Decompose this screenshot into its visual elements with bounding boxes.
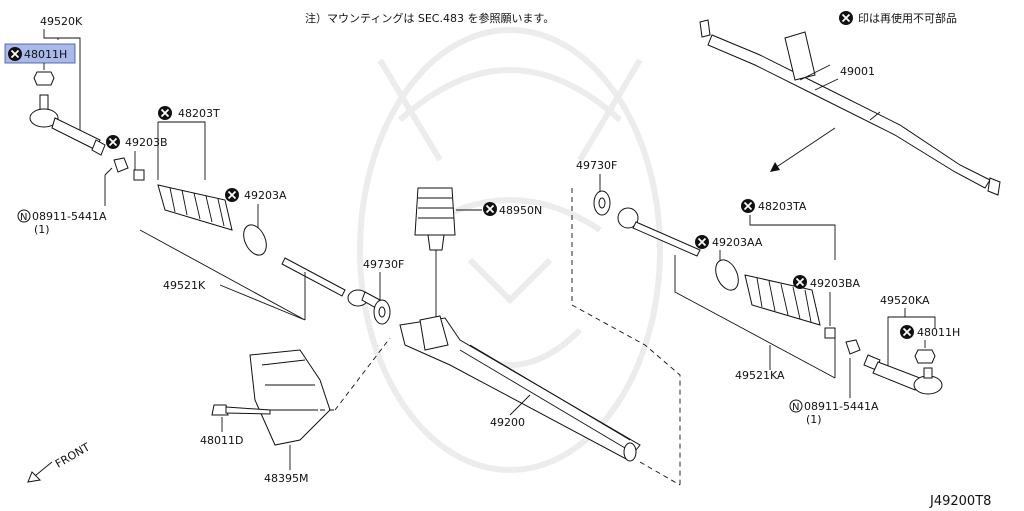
label-49520K[interactable]: 49520K — [40, 15, 83, 28]
label-49203BA[interactable]: 49203BA — [810, 277, 861, 290]
qty-08911-right: (1) — [806, 413, 822, 426]
non-reusable-legend: 印は再使用不可部品 — [839, 11, 957, 25]
label-08911-left[interactable]: 08911-5441A — [32, 210, 107, 223]
legend-text: 印は再使用不可部品 — [858, 11, 957, 25]
clip-49203B — [133, 169, 145, 181]
lock-nut-left — [113, 157, 129, 173]
label-49520KA[interactable]: 49520KA — [880, 294, 930, 307]
label-48950N[interactable]: 48950N — [499, 204, 542, 217]
clamp-49203A — [243, 224, 267, 256]
svg-text:N: N — [792, 402, 799, 413]
nut-48011H-right — [914, 349, 936, 364]
svg-text:N: N — [20, 212, 27, 223]
label-48011D[interactable]: 48011D — [200, 434, 243, 447]
watermark-emblem — [357, 27, 663, 473]
label-08911-right[interactable]: 08911-5441A — [804, 400, 879, 413]
boot-48203T — [157, 184, 233, 231]
washer-08911-left: N — [17, 209, 31, 223]
qty-08911-left: (1) — [34, 223, 50, 236]
label-48395M[interactable]: 48395M — [264, 472, 308, 485]
inner-tie-rod-right — [617, 207, 701, 257]
lock-nut-right — [845, 339, 861, 355]
clip-49203BA — [824, 327, 836, 339]
bolt-48011D — [211, 404, 271, 416]
label-49521K[interactable]: 49521K — [163, 279, 206, 292]
label-49730F-center[interactable]: 49730F — [363, 258, 404, 271]
highlight-48011H[interactable] — [4, 43, 76, 64]
steering-gear-assy-49001 — [699, 19, 1001, 196]
mounting-note: 注）マウンティングは SEC.483 を参照願います。 — [305, 11, 554, 25]
label-49001[interactable]: 49001 — [840, 65, 875, 78]
label-49730F-right[interactable]: 49730F — [576, 159, 617, 172]
washer-08911-right: N — [789, 399, 803, 413]
label-48011H[interactable]: 48011H — [24, 48, 67, 61]
tie-rod-end-right — [863, 354, 943, 395]
label-49200[interactable]: 49200 — [490, 416, 525, 429]
nut-48011H — [33, 71, 55, 86]
label-48203T[interactable]: 48203T — [178, 107, 220, 120]
label-49203B[interactable]: 49203B — [125, 136, 168, 149]
diagram-code: J49200T8 — [929, 494, 991, 509]
clamp-49203AA — [715, 259, 739, 291]
gear-housing-49200 — [399, 315, 641, 462]
label-49203A[interactable]: 49203A — [244, 189, 287, 202]
insulator-48395M — [249, 349, 331, 446]
label-49203AA[interactable]: 49203AA — [712, 236, 763, 249]
tie-rod-end-left — [29, 94, 106, 156]
label-48011H-right[interactable]: 48011H — [917, 326, 960, 339]
label-49521KA[interactable]: 49521KA — [735, 369, 785, 382]
front-arrow — [27, 461, 53, 483]
front-label: FRONT — [53, 440, 92, 470]
boot-48203TA — [744, 274, 821, 326]
pinion-seal-48950N — [414, 187, 456, 251]
label-48203TA[interactable]: 48203TA — [758, 200, 807, 213]
